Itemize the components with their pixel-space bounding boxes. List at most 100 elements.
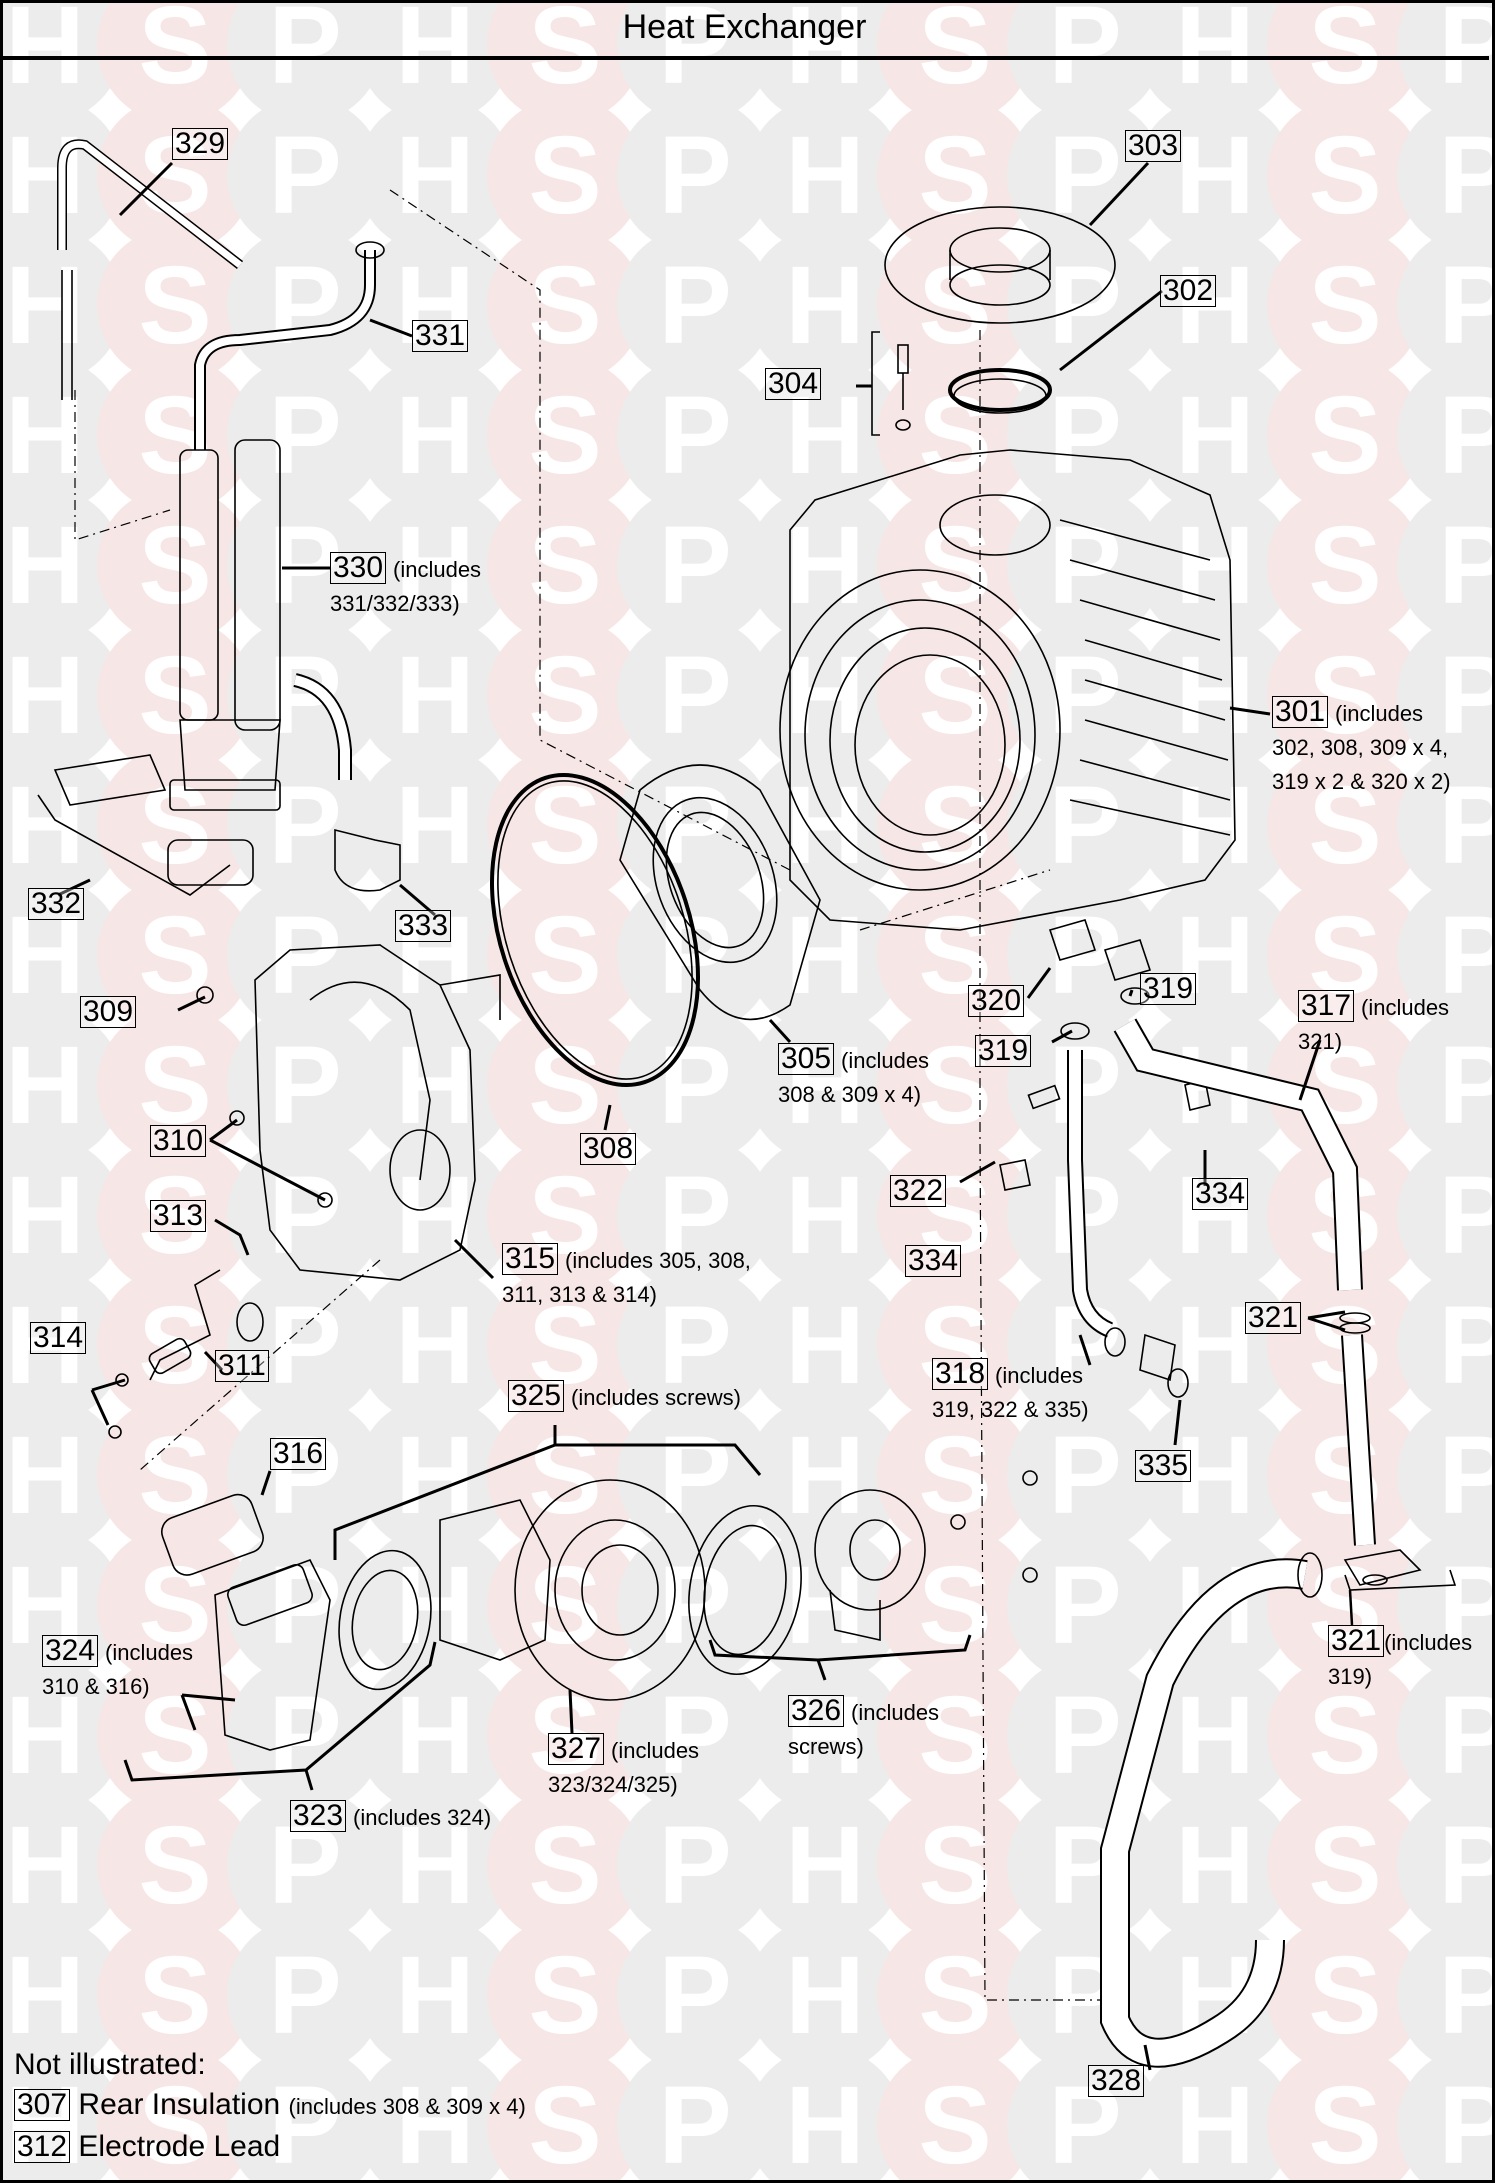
watermark-circle [617, 1917, 773, 2073]
callout-316[interactable]: 316 [270, 1438, 327, 1472]
watermark-letter: P [658, 244, 731, 367]
part-note: (includes [105, 1640, 194, 1665]
watermark-letter: P [1438, 1414, 1495, 1537]
watermark-letter: H [5, 1284, 84, 1407]
callout-301[interactable]: 301 (includes 302, 308, 309 x 4, 319 x 2… [1272, 696, 1451, 799]
watermark-circle [747, 617, 903, 773]
watermark-circle [877, 1007, 1033, 1163]
callout-315[interactable]: 315 (includes 305, 308, 311, 313 & 314) [502, 1243, 751, 1312]
watermark-letter: P [1438, 634, 1495, 757]
watermark-circle [227, 1527, 383, 1683]
watermark-letter: P [658, 0, 731, 107]
watermark-letter: H [395, 504, 474, 627]
callout-321[interactable]: 321 [1245, 1302, 1302, 1336]
watermark-letter: S [918, 1544, 991, 1667]
part-334-clip [999, 1079, 1211, 1191]
callout-325[interactable]: 325 (includes screws) [508, 1380, 741, 1415]
watermark-circle [1267, 0, 1423, 123]
watermark-circle [1267, 1007, 1423, 1163]
watermark-circle [877, 1397, 1033, 1553]
watermark-letter: S [1308, 634, 1381, 757]
watermark-letter: H [395, 1414, 474, 1537]
callout-323[interactable]: 323 (includes 324) [290, 1800, 491, 1835]
callout-310[interactable]: 310 [150, 1125, 207, 1159]
callout-334-b[interactable]: 334 [905, 1245, 962, 1279]
watermark-letter: P [1438, 1674, 1495, 1797]
callout-333[interactable]: 333 [395, 910, 452, 944]
callout-319[interactable]: 319 [1140, 973, 1197, 1007]
watermark-circle [877, 357, 1033, 513]
watermark-circle [1267, 617, 1423, 773]
watermark-letter: H [1175, 0, 1254, 107]
watermark-circle [357, 1787, 513, 1943]
watermark-letter: P [1048, 1674, 1121, 1797]
callout-331[interactable]: 331 [412, 320, 469, 354]
watermark-circle [1007, 747, 1163, 903]
callout-305[interactable]: 305 (includes 308 & 309 x 4) [778, 1043, 929, 1112]
watermark-letter: P [268, 0, 341, 107]
watermark-circle [617, 1007, 773, 1163]
callout-327[interactable]: 327 (includes 323/324/325) [548, 1733, 699, 1802]
not-illustrated-item[interactable]: 312 Electrode Lead [14, 2127, 526, 2167]
callout-309[interactable]: 309 [80, 996, 137, 1030]
callout-302[interactable]: 302 [1160, 275, 1217, 309]
callout-313[interactable]: 313 [150, 1200, 207, 1234]
watermark-letter: P [658, 1414, 731, 1537]
watermark-letter: H [1175, 114, 1254, 237]
watermark-circle [1397, 227, 1495, 383]
callout-335[interactable]: 335 [1135, 1450, 1192, 1484]
watermark-circle [227, 1917, 383, 2073]
watermark-letter: H [395, 0, 474, 107]
watermark-circle [877, 0, 1033, 123]
part-number: 308 [580, 1133, 637, 1165]
part-number: 317 [1298, 990, 1355, 1022]
watermark-circle [747, 0, 903, 123]
watermark-circle [487, 1397, 643, 1553]
part-number: 320 [968, 985, 1025, 1017]
part-number: 324 [42, 1635, 99, 1667]
watermark-circle [487, 1657, 643, 1813]
callout-319-b[interactable]: 319 [975, 1035, 1032, 1069]
callout-321-b[interactable]: 321(includes 319) [1328, 1625, 1472, 1694]
watermark-circle [1137, 1787, 1293, 1943]
watermark-circle [0, 1787, 123, 1943]
watermark-circle [97, 1917, 253, 2073]
callout-330[interactable]: 330 (includes 331/332/333) [330, 552, 481, 621]
watermark-circle [1267, 357, 1423, 513]
part-number: 304 [765, 368, 822, 400]
watermark-circle [1397, 747, 1495, 903]
part-note: (includes [1335, 701, 1424, 726]
part-304-sensor [871, 331, 911, 436]
callout-308[interactable]: 308 [580, 1133, 637, 1167]
watermark-letter: H [5, 1414, 84, 1537]
callout-322[interactable]: 322 [890, 1175, 947, 1209]
callout-324[interactable]: 324 (includes 310 & 316) [42, 1635, 193, 1704]
watermark-letter: P [1048, 1414, 1121, 1537]
watermark-circle [617, 1267, 773, 1423]
watermark-circle [1007, 0, 1163, 123]
watermark-circle [0, 357, 123, 513]
part-number: 334 [1192, 1178, 1249, 1210]
not-illustrated-item[interactable]: 307 Rear Insulation (includes 308 & 309 … [14, 2085, 526, 2127]
callout-303[interactable]: 303 [1125, 130, 1182, 164]
callout-320[interactable]: 320 [968, 985, 1025, 1019]
callout-328[interactable]: 328 [1088, 2065, 1145, 2099]
part-number: 334 [905, 1245, 962, 1277]
callout-bracket-325 [333, 1425, 762, 1560]
watermark-circle [617, 1527, 773, 1683]
watermark-circle [357, 1397, 513, 1553]
callout-329[interactable]: 329 [172, 128, 229, 162]
part-number: 321 [1328, 1625, 1385, 1657]
part-316-gasket [160, 1493, 264, 1576]
callout-334[interactable]: 334 [1192, 1178, 1249, 1212]
watermark-circle [1137, 2047, 1293, 2183]
callout-326[interactable]: 326 (includes screws) [788, 1695, 939, 1764]
watermark-circle [0, 1917, 123, 2073]
callout-304[interactable]: 304 [765, 368, 822, 402]
callout-317[interactable]: 317 (includes 321) [1298, 990, 1449, 1059]
callout-314[interactable]: 314 [30, 1322, 87, 1356]
callout-318[interactable]: 318 (includes 319, 322 & 335) [932, 1358, 1089, 1427]
callout-311[interactable]: 311 [215, 1350, 269, 1384]
callout-332[interactable]: 332 [28, 888, 85, 922]
callout-bracket-321b [1348, 1589, 1354, 1626]
